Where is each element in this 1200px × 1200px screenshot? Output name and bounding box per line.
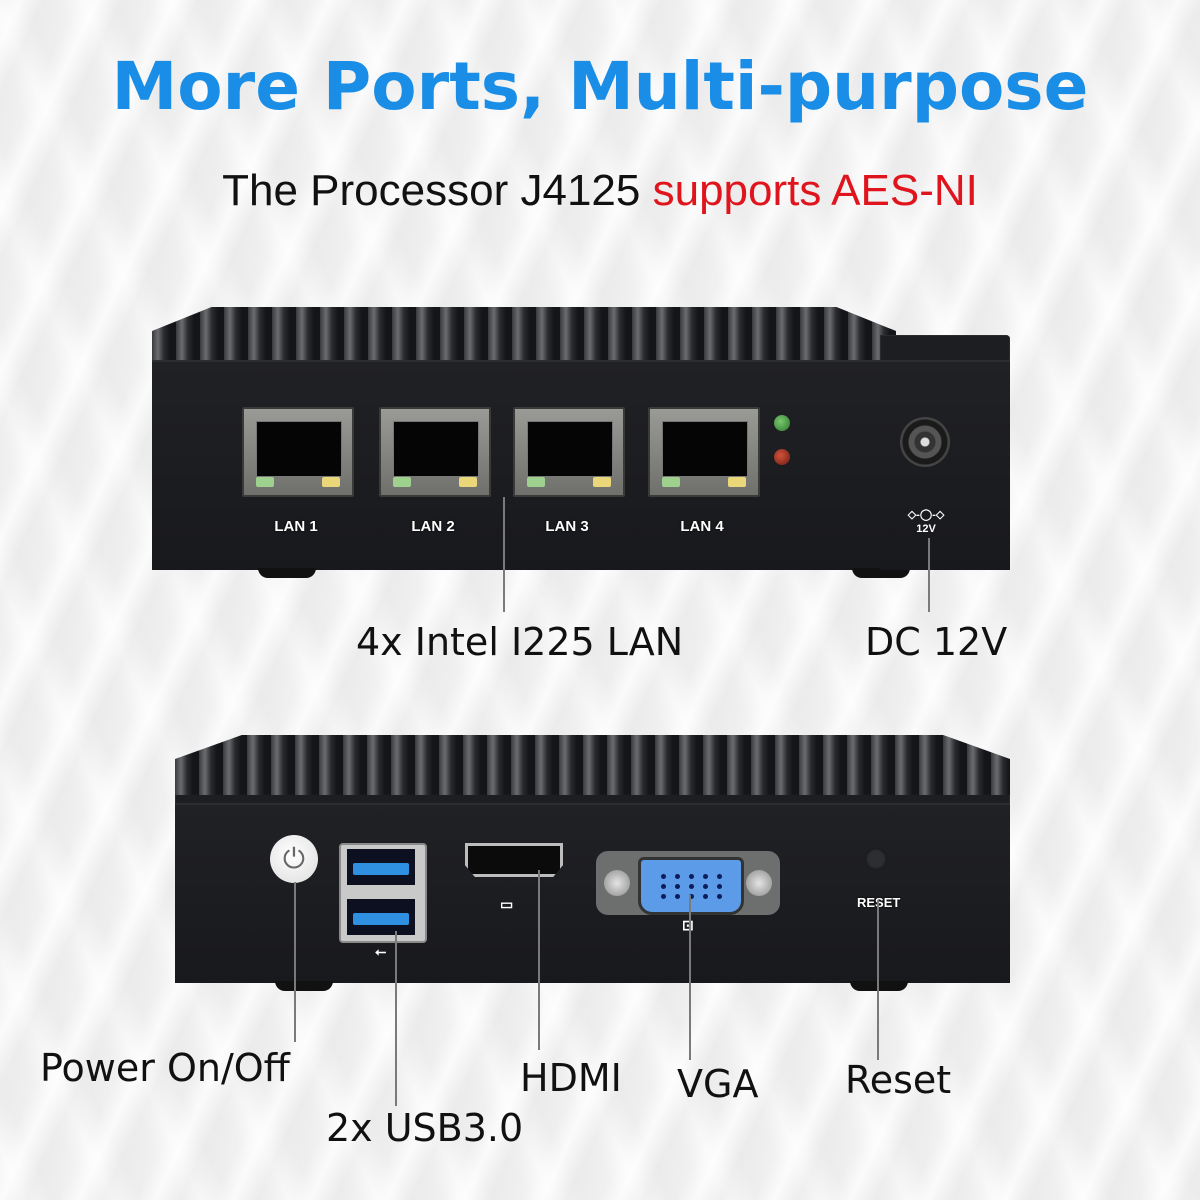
lan-label-2: LAN 2 xyxy=(411,518,455,535)
lan-port-3[interactable] xyxy=(513,407,625,497)
callout-hdmi: HDMI xyxy=(520,1056,622,1100)
activity-led-icon xyxy=(322,477,340,487)
hdmi-leader-line xyxy=(538,870,540,1050)
usb3-ports[interactable] xyxy=(339,843,427,943)
dc-polarity-icon: ◇-◯-◇ xyxy=(907,509,945,521)
lan-label-4: LAN 4 xyxy=(680,518,724,535)
device-foot xyxy=(852,568,910,578)
usb-port-top[interactable] xyxy=(347,849,415,885)
power-icon: ⏻ xyxy=(282,843,306,874)
reset-button[interactable] xyxy=(865,848,887,870)
activity-led-icon xyxy=(593,477,611,487)
activity-led-icon xyxy=(728,477,746,487)
lan-port-4[interactable] xyxy=(648,407,760,497)
power-button[interactable]: ⏻ xyxy=(270,835,318,883)
lan-label-1: LAN 1 xyxy=(274,518,318,535)
device-front-panel: LAN 1 LAN 2 LAN 3 LAN 4 ◇-◯-◇ 12V xyxy=(152,307,950,578)
link-led-icon xyxy=(662,477,680,487)
vga-pins xyxy=(638,857,744,915)
vga-leader-line xyxy=(689,895,691,1060)
usb-leader-line xyxy=(395,931,397,1106)
link-led-icon xyxy=(527,477,545,487)
lan-port-2[interactable] xyxy=(379,407,491,497)
power-leader-line xyxy=(294,882,296,1042)
device-foot xyxy=(850,981,908,991)
link-led-icon xyxy=(256,477,274,487)
callout-dc: DC 12V xyxy=(865,620,1008,664)
callout-power: Power On/Off xyxy=(40,1046,290,1090)
disk-status-led-icon xyxy=(774,449,790,465)
dc-leader-line xyxy=(928,538,930,612)
device-front-right-cap xyxy=(880,335,1010,570)
dc-voltage-marking: 12V xyxy=(916,523,936,535)
callout-lan: 4x Intel I225 LAN xyxy=(356,620,684,664)
usb-tongue xyxy=(353,863,409,875)
callout-vga: VGA xyxy=(677,1062,759,1106)
vga-screw-icon xyxy=(604,870,630,896)
lan-label-3: LAN 3 xyxy=(545,518,589,535)
subtitle-highlight: supports AES-NI xyxy=(652,166,978,215)
callout-reset: Reset xyxy=(845,1058,952,1102)
callout-usb: 2x USB3.0 xyxy=(326,1106,524,1150)
front-face xyxy=(880,360,1010,570)
lan-port-1[interactable] xyxy=(242,407,354,497)
heatsink-fins xyxy=(175,735,1010,795)
dc-power-jack[interactable] xyxy=(900,417,950,467)
vga-screw-icon xyxy=(746,870,772,896)
power-status-led-icon xyxy=(774,415,790,431)
lan-leader-line xyxy=(503,497,505,612)
headline-title: More Ports, Multi-purpose xyxy=(111,48,1089,125)
rj45-socket xyxy=(662,421,748,477)
vga-port[interactable] xyxy=(596,851,780,915)
vga-icon: ⊡ xyxy=(682,917,694,933)
hdmi-port[interactable] xyxy=(465,843,563,877)
link-led-icon xyxy=(393,477,411,487)
device-foot xyxy=(275,981,333,991)
back-face xyxy=(175,803,1010,983)
device-foot xyxy=(258,568,316,578)
rj45-socket xyxy=(393,421,479,477)
headline-subtitle: The Processor J4125 supports AES-NI xyxy=(0,166,1200,216)
usb-tongue xyxy=(353,913,409,925)
device-back-panel: ⏻ ⭠ ▭ ⊡ RESET xyxy=(175,735,1010,991)
display-icon: ▭ xyxy=(500,896,514,912)
subtitle-text: The Processor J4125 xyxy=(222,166,653,215)
activity-led-icon xyxy=(459,477,477,487)
heatsink-fins xyxy=(152,307,896,367)
usb-icon: ⭠ xyxy=(375,943,387,959)
rj45-socket xyxy=(527,421,613,477)
usb-port-bottom[interactable] xyxy=(347,899,415,935)
reset-leader-line xyxy=(877,900,879,1060)
rj45-socket xyxy=(256,421,342,477)
